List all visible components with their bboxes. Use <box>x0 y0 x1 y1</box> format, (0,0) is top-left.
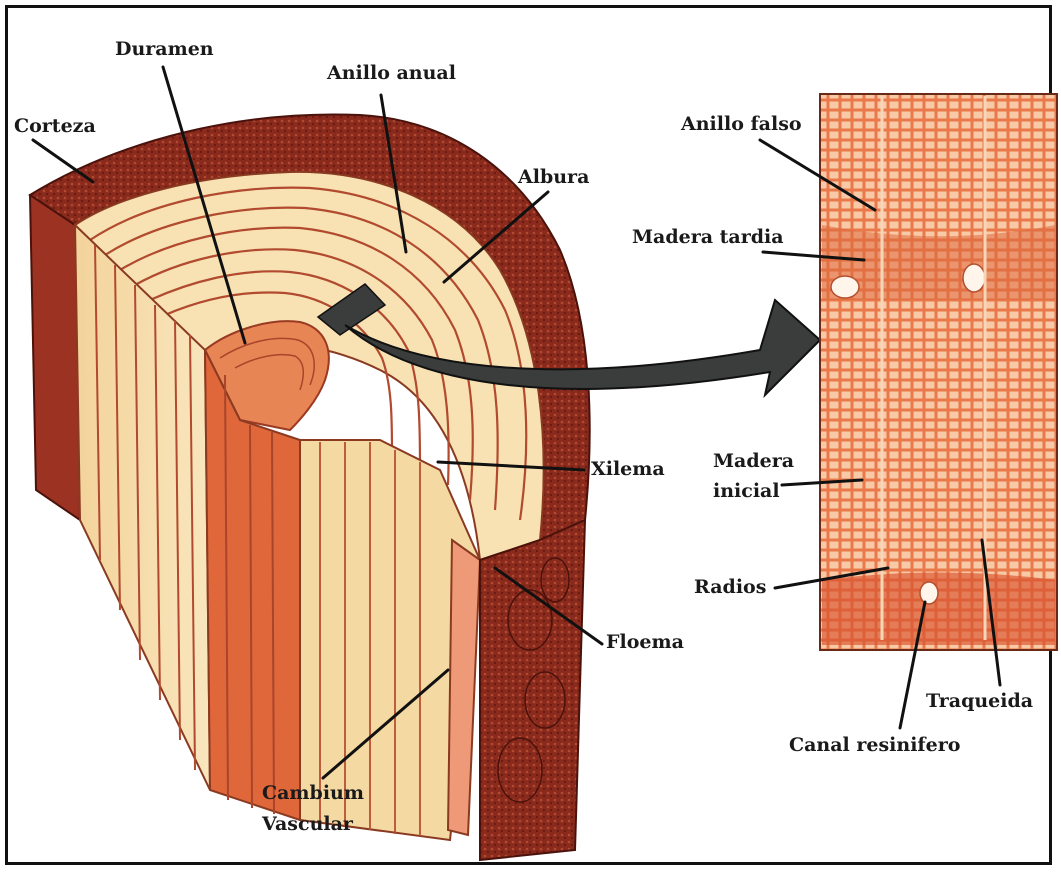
bark-left-face <box>30 180 80 520</box>
label-cambium-line1: Cambium <box>262 782 364 804</box>
latewood-band-lower <box>822 573 1055 646</box>
label-radios: Radios <box>694 576 766 598</box>
cambium-strip <box>448 540 480 835</box>
label-xilema: Xilema <box>591 458 665 480</box>
label-cambium-line2: Vascular <box>261 813 354 835</box>
label-corteza: Corteza <box>14 115 96 137</box>
micro-section-panel <box>820 94 1057 650</box>
label-madera-inicial-line2: inicial <box>713 480 780 502</box>
bark-right-chunk <box>480 520 585 860</box>
label-madera-tardia: Madera tardia <box>632 226 784 248</box>
label-madera-inicial-line1: Madera <box>713 450 794 472</box>
label-duramen: Duramen <box>115 38 214 60</box>
label-albura: Albura <box>517 166 589 188</box>
label-anillo-anual: Anillo anual <box>326 62 456 84</box>
label-canal-resinifero: Canal resinifero <box>789 734 960 756</box>
label-floema: Floema <box>606 631 684 653</box>
label-anillo-falso: Anillo falso <box>680 113 802 135</box>
resin-canal <box>963 264 985 292</box>
resin-canal <box>831 276 859 298</box>
resin-canal <box>920 582 938 604</box>
log-illustration <box>30 114 590 860</box>
label-traqueida: Traqueida <box>926 690 1033 712</box>
micro-section-cells <box>820 94 1057 650</box>
